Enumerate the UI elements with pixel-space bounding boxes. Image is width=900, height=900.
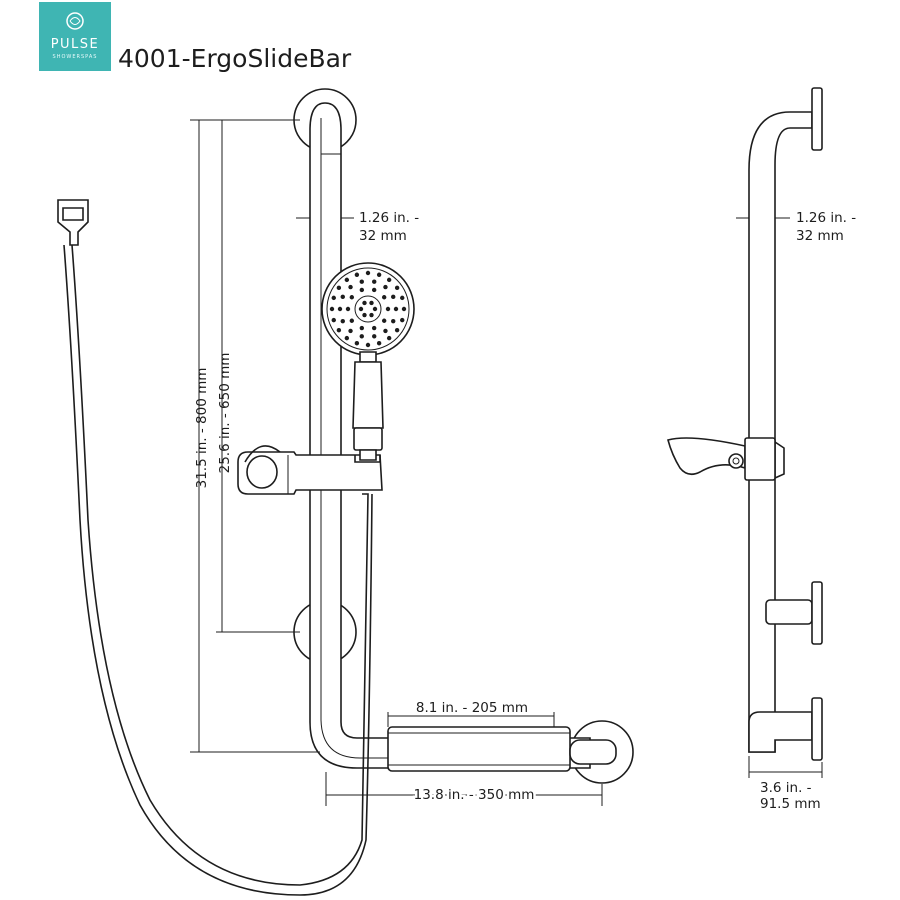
grip-handle: [387, 726, 571, 772]
nozzle: [336, 327, 342, 333]
nozzle: [336, 285, 342, 291]
nozzle: [386, 277, 392, 283]
nozzle: [365, 270, 371, 276]
nozzle: [381, 318, 387, 323]
logo-brand-text: PULSE: [50, 37, 100, 52]
dim-bar-diameter-side-1: 1.26 in. -: [796, 210, 856, 226]
nozzle: [391, 318, 396, 324]
shower-center-ring: [354, 295, 382, 323]
nozzle: [329, 306, 335, 312]
nozzle: [362, 300, 367, 306]
product-title: 4001-ErgoSlideBar: [118, 44, 352, 73]
side-top-flange: [811, 87, 823, 151]
side-slider-pivot: [728, 453, 744, 469]
dim-grip-length: 8.1 in. - 205 mm: [416, 700, 528, 716]
side-bottom-mount-arm: [748, 711, 813, 753]
nozzle: [359, 334, 364, 339]
nozzle: [331, 317, 336, 323]
shower-face-ring: [326, 267, 410, 351]
dim-projection-1: 3.6 in. -: [760, 780, 812, 796]
nozzle: [348, 284, 353, 290]
nozzle: [394, 285, 400, 291]
nozzle: [372, 334, 377, 339]
nozzle: [371, 287, 377, 293]
nozzle: [401, 306, 407, 312]
hose-bracket-clip: [62, 207, 84, 221]
nozzle: [369, 312, 374, 318]
shower-hose-outer: [63, 244, 373, 896]
dim-total-width: 13.8 in. - 350 mm: [414, 787, 535, 803]
side-slider-cap: [774, 441, 785, 479]
nozzle: [348, 328, 353, 334]
side-slider-pin: [732, 457, 740, 465]
nozzle: [400, 317, 405, 323]
nozzle: [372, 279, 377, 284]
nozzle: [371, 325, 377, 331]
nozzle: [349, 295, 355, 300]
nozzle: [344, 277, 350, 283]
nozzle: [362, 312, 367, 318]
slider-lever: [244, 445, 281, 463]
dim-bar-diameter-front-1: 1.26 in. -: [359, 210, 419, 226]
bar-bend-highlight: [320, 719, 400, 759]
shower-handle: [352, 361, 384, 429]
nozzle: [359, 287, 365, 293]
side-middle-flange: [811, 581, 823, 645]
nozzle: [354, 272, 360, 277]
nozzle: [354, 341, 360, 346]
nozzle: [359, 279, 364, 284]
nozzle: [369, 300, 374, 306]
nozzle: [372, 306, 378, 312]
hose-nut: [359, 449, 377, 461]
nozzle: [337, 306, 343, 312]
nozzle: [394, 327, 400, 333]
logo-drop-icon: [66, 12, 84, 30]
logo-tagline-text: SHOWERSPAS: [52, 54, 98, 60]
dim-mount-spacing: 25.6 in. - 650 mm: [217, 353, 233, 474]
dim-total-height: 31.5 in. - 800 mm: [194, 368, 210, 489]
side-slider-body: [744, 437, 776, 481]
side-view: 1.26 in. - 32 mm 3.6 in. - 91.5 mm: [667, 87, 856, 812]
side-middle-mount-arm: [765, 599, 813, 625]
grip-end-cap: [569, 739, 617, 765]
shower-handle-connector: [353, 427, 383, 451]
nozzle: [359, 325, 365, 331]
nozzle: [383, 284, 388, 290]
nozzle: [393, 306, 399, 312]
nozzle: [340, 318, 345, 324]
side-bottom-flange: [811, 697, 823, 761]
nozzle: [376, 272, 382, 277]
shower-neck: [359, 351, 377, 363]
slider-knob: [246, 455, 278, 489]
dim-bar-diameter-front-2: 32 mm: [359, 228, 407, 244]
dim-bar-diameter-side-2: 32 mm: [796, 228, 844, 244]
nozzle: [383, 328, 388, 334]
nozzle: [345, 306, 351, 312]
shower-nozzles: [329, 270, 407, 348]
nozzle: [385, 306, 391, 312]
holder-cup: [354, 455, 381, 463]
side-slide-bar: [748, 111, 813, 753]
dim-projection-2: 91.5 mm: [760, 796, 821, 812]
slide-bar: [309, 102, 591, 769]
nozzle: [391, 294, 396, 300]
shower-hose: [71, 244, 369, 886]
shower-head: [321, 262, 415, 356]
nozzle: [344, 335, 350, 341]
side-slider-lever: [667, 437, 746, 476]
nozzle: [376, 341, 382, 346]
nozzle: [358, 306, 364, 312]
nozzle: [331, 295, 336, 301]
nozzle: [340, 294, 345, 300]
hose-wall-bracket: [57, 199, 89, 246]
front-view: 31.5 in. - 800 mm 25.6 in. - 650 mm 1.26…: [57, 88, 634, 896]
nozzle: [400, 295, 405, 301]
pulse-showerspas-logo: PULSE SHOWERSPAS: [39, 2, 111, 71]
nozzle: [365, 342, 371, 348]
nozzle: [381, 295, 387, 300]
nozzle: [386, 335, 392, 341]
nozzle: [349, 318, 355, 323]
